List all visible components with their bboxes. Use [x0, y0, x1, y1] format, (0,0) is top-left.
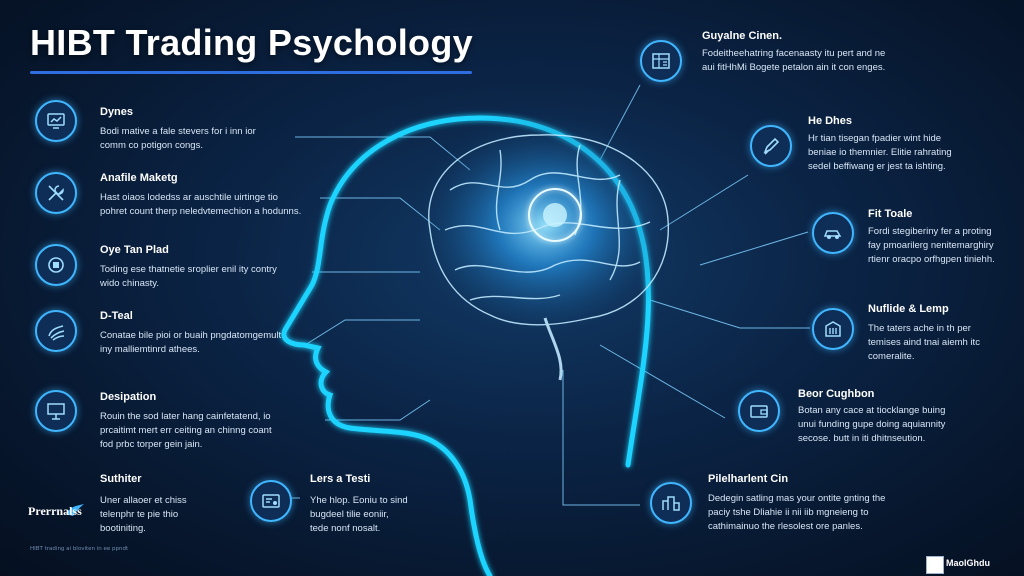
- callout-heading: Oye Tan Plad: [100, 244, 169, 256]
- callout-line: Rouin the sod later hang cainfetatend, i…: [100, 411, 271, 422]
- callout-heading: Pilelharlent Cin: [708, 473, 789, 485]
- callout-line: beniae io themnier. Elitie rahrating: [808, 147, 952, 158]
- callout-line: fod prbc torper gein jain.: [100, 439, 203, 450]
- connector-line: [562, 370, 640, 506]
- connector-line: [304, 319, 420, 346]
- car-icon: [812, 212, 854, 254]
- callout-line: paciy tshe Dliahie ii nii iib mgneieng t…: [708, 507, 869, 518]
- callout-line: sedel beffiwang er jest ta ishting.: [808, 161, 946, 172]
- callout-heading: Lers a Testi: [310, 473, 371, 485]
- callout-line: Toding ese thatnetie sroplier enil ity c…: [100, 264, 277, 275]
- brain-core: [528, 188, 582, 242]
- city-icon: [650, 482, 692, 524]
- callout-body: Hast oiaos lodedss ar auschtile uirtinge…: [100, 191, 301, 219]
- callout-body: Uner allaoer et chiss telenphr te pie thi…: [100, 494, 187, 536]
- callout-line: The taters ache in th per: [868, 323, 971, 334]
- callout-body: Fodeitheehatring facenaasty itu pert and…: [702, 47, 885, 75]
- callout-line: unui funding gupe doing aquiannity: [798, 419, 946, 430]
- callout-heading: Desipation: [100, 391, 157, 403]
- callout-body: Toding ese thatnetie sroplier enil ity c…: [100, 263, 277, 291]
- connector-line: [599, 344, 726, 419]
- gear-badge-icon: [35, 244, 77, 286]
- callout-line: Uner allaoer et chiss: [100, 495, 187, 506]
- callout-heading: Dynes: [100, 106, 134, 118]
- corner-brand: MaolGhdu: [946, 558, 990, 568]
- callout-line: comm co potigon congs.: [100, 140, 203, 151]
- callout-heading: Anafile Maketg: [100, 172, 178, 184]
- wallet-icon: [738, 390, 780, 432]
- connector-line: [649, 299, 810, 329]
- brain-glow: [405, 105, 685, 345]
- hand-icon: [35, 310, 77, 352]
- callout-body: Conatae bile pioi or buaih pngdatomgemul…: [100, 329, 281, 357]
- callout-line: Conatae bile pioi or buaih pngdatomgemul…: [100, 330, 282, 341]
- callout-line: aui fitHhMi Bogete petalon ain it con en…: [702, 62, 886, 73]
- brand-logo-text: Prerrnalss: [28, 504, 82, 518]
- callout-line: Fodeitheehatring facenaasty itu pert and…: [702, 48, 886, 59]
- callout-body: Yhe hlop. Eoniu to sind bugdeel tilie eon…: [310, 494, 408, 536]
- corner-logo-icon: [926, 556, 944, 574]
- callout-line: Hr tian tisegan fpadier wint hide: [808, 133, 942, 144]
- connector-line: [325, 399, 431, 421]
- callout-heading: Beor Cughbon: [798, 388, 875, 400]
- callout-line: iny malliemtinrd athees.: [100, 344, 200, 355]
- tools-icon: [35, 172, 77, 214]
- callout-heading: Suthiter: [100, 473, 142, 485]
- callout-heading: Fit Toale: [868, 208, 913, 220]
- building-icon: [812, 308, 854, 350]
- callout-line: Dedegin satling mas your ontite gnting t…: [708, 493, 886, 504]
- callout-line: secose. butt in iti dhitnseution.: [798, 433, 926, 444]
- bird-logo-icon: [56, 492, 94, 530]
- callout-line: telenphr te pie thio: [100, 509, 179, 520]
- callout-body: The taters ache in th per temises aind tn…: [868, 322, 980, 364]
- callout-line: temises aind tnai aiemh itc: [868, 337, 980, 348]
- presentation-icon: [35, 390, 77, 432]
- callout-body: Rouin the sod later hang cainfetatend, i…: [100, 410, 272, 452]
- callout-line: tede nonf nosalt.: [310, 523, 381, 534]
- blueprint-icon: [640, 40, 682, 82]
- callout-line: bootiniting.: [100, 523, 146, 534]
- callout-heading: D-Teal: [100, 310, 133, 322]
- callout-body: Fordi stegiberiny fer a proting fay pmoar…: [868, 225, 995, 267]
- callout-heading: He Dhes: [808, 115, 853, 127]
- monitor-chart-icon: [35, 100, 77, 142]
- card-icon: [250, 480, 292, 522]
- callout-body: Dedegin satling mas your ontite gnting t…: [708, 492, 885, 534]
- callout-line: Yhe hlop. Eoniu to sind: [310, 495, 408, 506]
- callout-heading: Nuflide & Lemp: [868, 303, 949, 315]
- callout-line: Fordi stegiberiny fer a proting: [868, 226, 992, 237]
- callout-line: pohret count therp neledvtemechion a hod…: [100, 206, 302, 217]
- callout-body: Bodi mative a fale stevers for i inn ior…: [100, 125, 256, 153]
- callout-line: cathimainuo the rlesolest ore panles.: [708, 521, 863, 532]
- callout-body: Botan any cace at tiocklange buing unui f…: [798, 404, 945, 446]
- pencil-icon: [750, 125, 792, 167]
- callout-line: Botan any cace at tiocklange buing: [798, 405, 946, 416]
- title-underline: [30, 71, 472, 74]
- footnote: HIBT trading ai bloviten in ee ppndt: [30, 546, 129, 552]
- callout-line: Bodi mative a fale stevers for i inn ior: [100, 126, 256, 137]
- callout-line: rtienr oracpo orfhgpen tiniehh.: [868, 254, 995, 265]
- callout-heading: Guyalne Cinen.: [702, 30, 783, 42]
- callout-line: wido chinasty.: [100, 278, 159, 289]
- callout-line: comeralite.: [868, 351, 915, 362]
- connector-line: [699, 231, 809, 266]
- callout-body: Hr tian tisegan fpadier wint hide beniae …: [808, 132, 952, 174]
- callout-line: fay pmoarilerg nenitemarghiry: [868, 240, 994, 251]
- callout-line: prcaitimt mert err ceiting an chinng coa…: [100, 425, 272, 436]
- callout-line: bugdeel tilie eoniir,: [310, 509, 389, 520]
- brain: [428, 134, 669, 381]
- page-title: HIBT Trading Psychology: [30, 22, 473, 63]
- callout-line: Hast oiaos lodedss ar auschtile uirtinge…: [100, 192, 278, 203]
